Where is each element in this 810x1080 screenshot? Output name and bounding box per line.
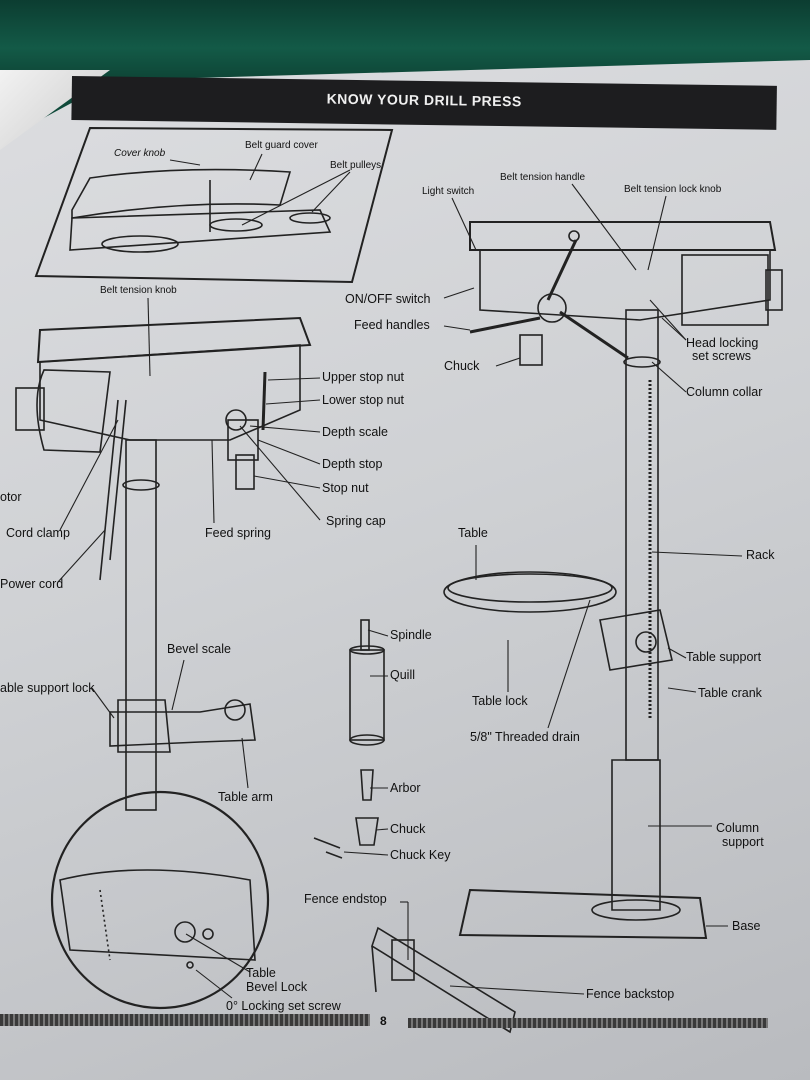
label-on-off-switch: ON/OFF switch [345,292,431,306]
label-table-support-lock: able support lock [0,681,95,695]
label-table-arm: Table arm [218,790,273,804]
label-locking-set-screw: 0° Locking set screw [226,999,341,1013]
label-quill: Quill [390,668,416,682]
label-head-locking-2: set screws [692,349,752,363]
belt-guard-inset [34,126,394,284]
label-spindle: Spindle [390,628,432,642]
label-fence-endstop: Fence endstop [304,892,387,906]
label-rack: Rack [746,548,775,562]
label-table-bevel-lock-1: Table [246,966,276,980]
bevel-lock-magnifier [50,790,270,1010]
manual-page [0,60,810,1080]
footer-rule-right [408,1018,768,1028]
label-arbor: Arbor [390,781,421,795]
label-stop-nut: Stop nut [322,481,369,495]
footer-rule-left [0,1014,370,1026]
leader-lines [57,153,743,999]
label-upper-stop-nut: Upper stop nut [322,370,404,384]
label-table-support: Table support [686,650,762,664]
page-number: 8 [380,1014,387,1028]
label-depth-scale: Depth scale [322,425,389,439]
label-table-lock: Table lock [472,694,528,708]
label-base: Base [732,919,761,933]
label-chuck-key: Chuck Key [390,848,451,862]
label-column-support-2: support [722,835,764,849]
label-feed-handles: Feed handles [354,318,430,332]
label-cover-knob: Cover knob [114,148,166,159]
right-drill-press [443,221,783,940]
label-power-cord: Power cord [0,577,64,591]
label-head-locking-1: Head locking [686,336,759,350]
quill-parts [313,619,385,859]
label-column-support-1: Column [716,821,760,835]
label-light-switch: Light switch [422,186,475,197]
label-bevel-scale: Bevel scale [167,642,231,656]
label-fence-backstop: Fence backstop [586,987,675,1001]
label-belt-tension-knob: Belt tension knob [100,285,177,296]
label-belt-guard-cover: Belt guard cover [245,140,318,151]
label-chuck-right: Chuck [444,359,480,373]
label-feed-spring: Feed spring [205,526,272,540]
label-chuck: Chuck [390,822,426,836]
label-cord-clamp: Cord clamp [6,526,70,540]
left-drill-press [15,316,312,811]
label-table: Table [458,526,488,540]
label-table-bevel-lock-2: Bevel Lock [246,980,308,994]
label-motor: otor [0,490,22,504]
label-depth-stop: Depth stop [322,457,383,471]
label-belt-tension-lock-knob: Belt tension lock knob [624,184,722,195]
label-column-collar: Column collar [686,385,763,399]
label-lower-stop-nut: Lower stop nut [322,393,404,407]
label-table-crank: Table crank [698,686,762,700]
label-spring-cap: Spring cap [326,514,386,528]
label-belt-pulleys: Belt pulleys [330,160,382,171]
label-threaded-drain: 5/8" Threaded drain [470,730,580,744]
fence-assembly [371,926,516,1034]
label-belt-tension-handle: Belt tension handle [500,172,586,183]
